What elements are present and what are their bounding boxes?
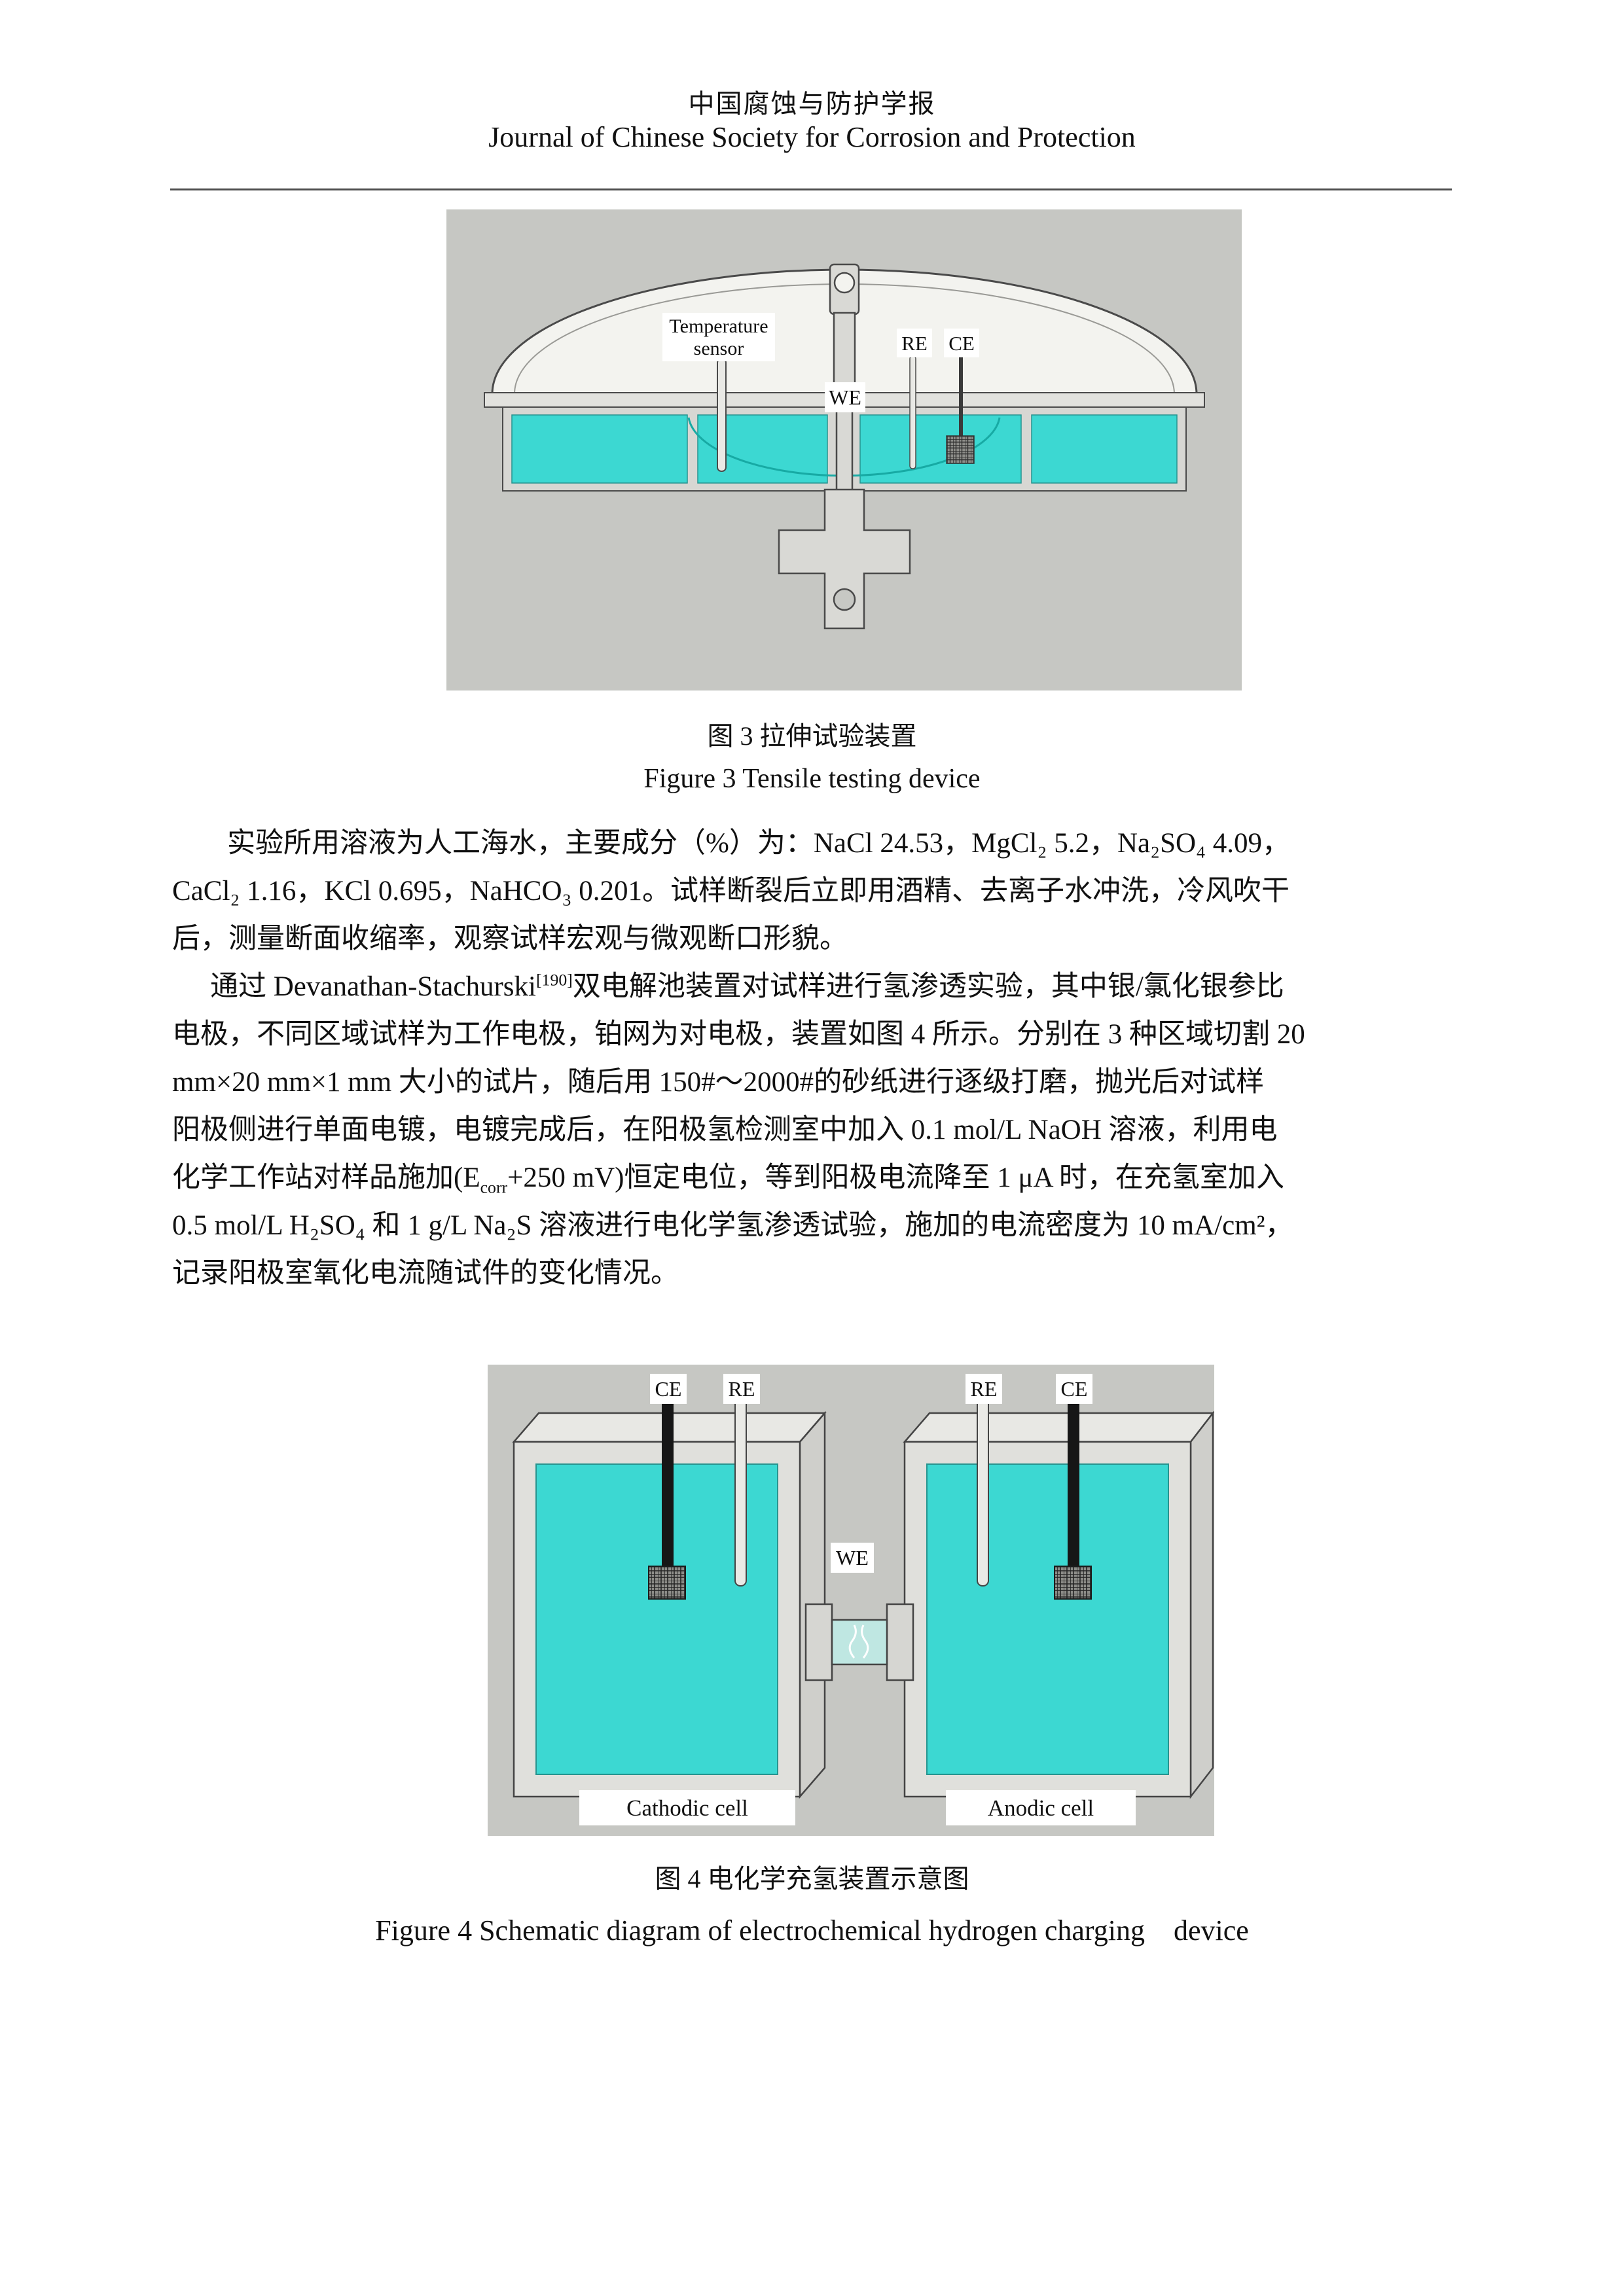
journal-title-cn: 中国腐蚀与防护学报	[688, 89, 936, 118]
anodic-box-top-face	[903, 1412, 1214, 1443]
journal-title-en: Journal of Chinese Society for Corrosion…	[488, 121, 1136, 153]
figure3-caption-en: Figure 3 Tensile testing device	[643, 764, 981, 794]
solution-mid-right	[859, 414, 1022, 484]
we-label: WE	[836, 1546, 869, 1570]
we-label-box	[825, 382, 865, 412]
body-text: 实验所用溶液为人工海水，主要成分（%）为：NaCl 24.53，MgCl₂ 5.…	[172, 819, 1453, 1297]
body-line: 后，测量断面收缩率，观察试样宏观与微观断口形貌。	[172, 924, 848, 954]
text-segment: 双电解池装置对试样进行氢渗透实验，其中银/氯化银参比	[572, 971, 1284, 1002]
body-line: CaCl₂ 1.16，KCl 0.695，NaHCO₃ 0.201。试样断裂后立…	[172, 876, 1290, 906]
anodic-solution	[926, 1463, 1169, 1775]
re-label: RE	[901, 332, 928, 355]
specimen-crack-mark	[861, 1624, 869, 1659]
re-left-label-box	[723, 1374, 760, 1404]
specimen-right-flange	[886, 1603, 914, 1681]
re-left-label: RE	[729, 1377, 755, 1401]
cathodic-cell-box	[512, 1410, 827, 1799]
re-right-label-box	[965, 1374, 1002, 1404]
counter-electrode-rod	[959, 356, 963, 437]
figure3-caption-cn: 图 3 拉伸试验装置	[707, 721, 917, 751]
temperature-sensor-label-line1: Temperature	[669, 315, 768, 337]
body-line: 电极，不同区域试样为工作电极，铂网为对电极，装置如图 4 所示。分别在 3 种区…	[172, 1019, 1305, 1050]
header-rule	[170, 188, 1452, 190]
body-line: mm×20 mm×1 mm 大小的试片，随后用 150#～2000#的砂纸进行逐…	[172, 1067, 1265, 1098]
figure3-tensile-device: Temperature sensor RE CE WE	[446, 209, 1242, 691]
text-segment: 化学工作站对样品施加(E	[172, 1162, 480, 1193]
bottom-pin-hole	[833, 588, 856, 611]
reference-electrode-right	[977, 1393, 989, 1587]
platinum-mesh-left-icon	[648, 1566, 686, 1600]
temperature-sensor-label-box	[662, 313, 775, 361]
re-right-label: RE	[971, 1377, 998, 1401]
figure4-hydrogen-charging-device: CE RE RE CE WE Cathodic cell Anodic cell	[488, 1365, 1214, 1836]
top-pin-hole	[833, 272, 856, 294]
temperature-sensor-label-line2: sensor	[694, 338, 744, 359]
specimen-left-flange	[804, 1603, 833, 1681]
anodic-box-side-face	[1189, 1410, 1214, 1799]
ecorr-subscript: corr	[480, 1177, 508, 1197]
body-line: 0.5 mol/L H₂SO₄ 和 1 g/L Na₂S 溶液进行电化学氢渗透试…	[172, 1210, 1293, 1241]
platinum-mesh-right-icon	[1054, 1566, 1092, 1600]
cathodic-cell-label: Cathodic cell	[626, 1795, 748, 1821]
anodic-cell-label-box	[946, 1790, 1136, 1825]
solution-left	[511, 414, 688, 484]
figure4-caption-en: Figure 4 Schematic diagram of electroche…	[375, 1914, 1249, 1946]
body-line: 记录阳极室氧化电流随试件的变化情况。	[172, 1258, 679, 1289]
solution-right	[1031, 414, 1178, 484]
ce-left-label-box	[650, 1374, 687, 1404]
temperature-probe	[717, 358, 727, 472]
anodic-cell-box	[903, 1410, 1214, 1799]
body-line: 实验所用溶液为人工海水，主要成分（%）为：NaCl 24.53，MgCl₂ 5.…	[227, 828, 1291, 859]
ce-right-label: CE	[1061, 1377, 1088, 1401]
reference-electrode-rod	[909, 355, 916, 469]
we-label-box	[831, 1543, 874, 1573]
reference-electrode-left	[734, 1393, 747, 1587]
text-segment: 通过 Devanathan-Stachurski	[210, 971, 536, 1002]
specimen-bridge	[804, 1603, 914, 1681]
cathodic-cell-label-box	[579, 1790, 795, 1825]
ce-label-box	[944, 329, 979, 357]
re-label-box	[897, 329, 932, 357]
specimen-bottom-cross-grip	[778, 488, 911, 630]
platinum-mesh-icon	[946, 435, 975, 464]
we-label: WE	[829, 386, 861, 409]
anodic-cell-label: Anodic cell	[988, 1795, 1094, 1821]
ce-label: CE	[948, 332, 975, 355]
specimen-gauge	[831, 1619, 888, 1666]
ce-left-label: CE	[655, 1377, 682, 1401]
specimen-crack-mark	[848, 1624, 857, 1659]
body-line: 化学工作站对样品施加(Ecorr+250 mV)恒定电位，等到阳极电流降至 1 …	[172, 1154, 1453, 1202]
counter-electrode-left	[662, 1401, 674, 1566]
body-line: 阳极侧进行单面电镀，电镀完成后，在阳极氢检测室中加入 0.1 mol/L NaO…	[172, 1115, 1278, 1145]
reference-superscript: [190]	[535, 970, 573, 990]
body-line: 通过 Devanathan-Stachurski[190]双电解池装置对试样进行…	[172, 963, 1453, 1011]
ce-right-label-box	[1056, 1374, 1092, 1404]
counter-electrode-right	[1068, 1401, 1079, 1566]
text-segment: +250 mV)恒定电位，等到阳极电流降至 1 μA 时，在充氢室加入	[507, 1162, 1284, 1193]
specimen-upper-shaft	[833, 312, 856, 395]
figure4-caption-cn: 图 4 电化学充氢装置示意图	[655, 1864, 969, 1893]
